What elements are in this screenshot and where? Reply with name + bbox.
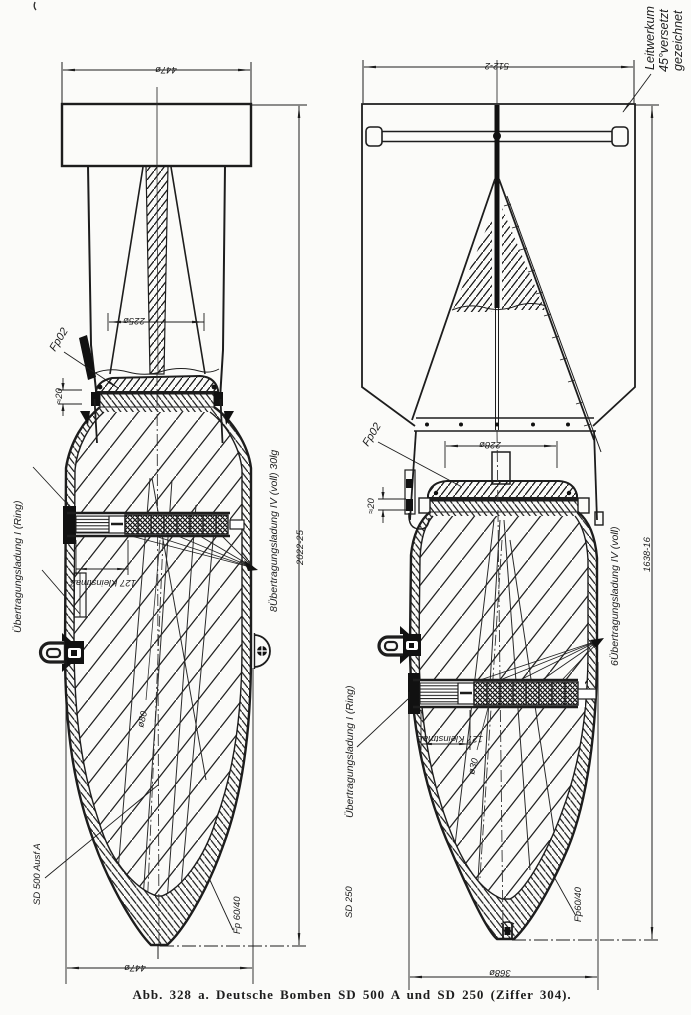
- svg-text:8Übertragungsladung IV (voll): 8Übertragungsladung IV (voll) 30lg: [268, 450, 280, 612]
- svg-text:512-2: 512-2: [484, 60, 509, 71]
- svg-text:45°versetzt: 45°versetzt: [657, 9, 671, 72]
- svg-text:gezeichnet: gezeichnet: [671, 10, 685, 71]
- svg-text:Übertragungsladung I (Ring): Übertragungsladung I (Ring): [12, 501, 24, 634]
- svg-text:Fp60/40: Fp60/40: [573, 886, 584, 922]
- svg-text:6Übertragungsladung IV (voll): 6Übertragungsladung IV (voll): [609, 527, 621, 667]
- svg-text:127 Kleinstmaß: 127 Kleinstmaß: [70, 577, 136, 588]
- svg-text:ø30: ø30: [466, 756, 481, 775]
- svg-text:2022-25: 2022-25: [295, 529, 306, 566]
- svg-text:Fp 60/40: Fp 60/40: [232, 896, 243, 934]
- svg-text:1638-16: 1638-16: [642, 536, 653, 572]
- svg-text:SD 500 Ausf A: SD 500 Ausf A: [32, 843, 43, 905]
- svg-text:Leitwerkum: Leitwerkum: [643, 6, 657, 70]
- svg-text:225ø: 225ø: [123, 315, 146, 326]
- svg-text:368ø: 368ø: [489, 967, 511, 978]
- svg-text:Abb. 328 a. Deutsche Bomben S: Abb. 328 a. Deutsche Bomben SD 500 A und…: [133, 987, 572, 1002]
- svg-text:127 Kleinstmaß: 127 Kleinstmaß: [417, 733, 483, 744]
- svg-text:447ø: 447ø: [155, 64, 177, 75]
- svg-text:SD 250: SD 250: [344, 886, 355, 918]
- svg-text:447ø: 447ø: [124, 962, 146, 973]
- svg-text:≈20: ≈20: [366, 498, 377, 514]
- svg-text:≈20: ≈20: [54, 388, 65, 404]
- svg-text:ø80: ø80: [135, 709, 150, 728]
- svg-text:Übertragungsladung I (Ring): Übertragungsladung I (Ring): [344, 686, 356, 819]
- svg-text:228ø: 228ø: [479, 439, 502, 450]
